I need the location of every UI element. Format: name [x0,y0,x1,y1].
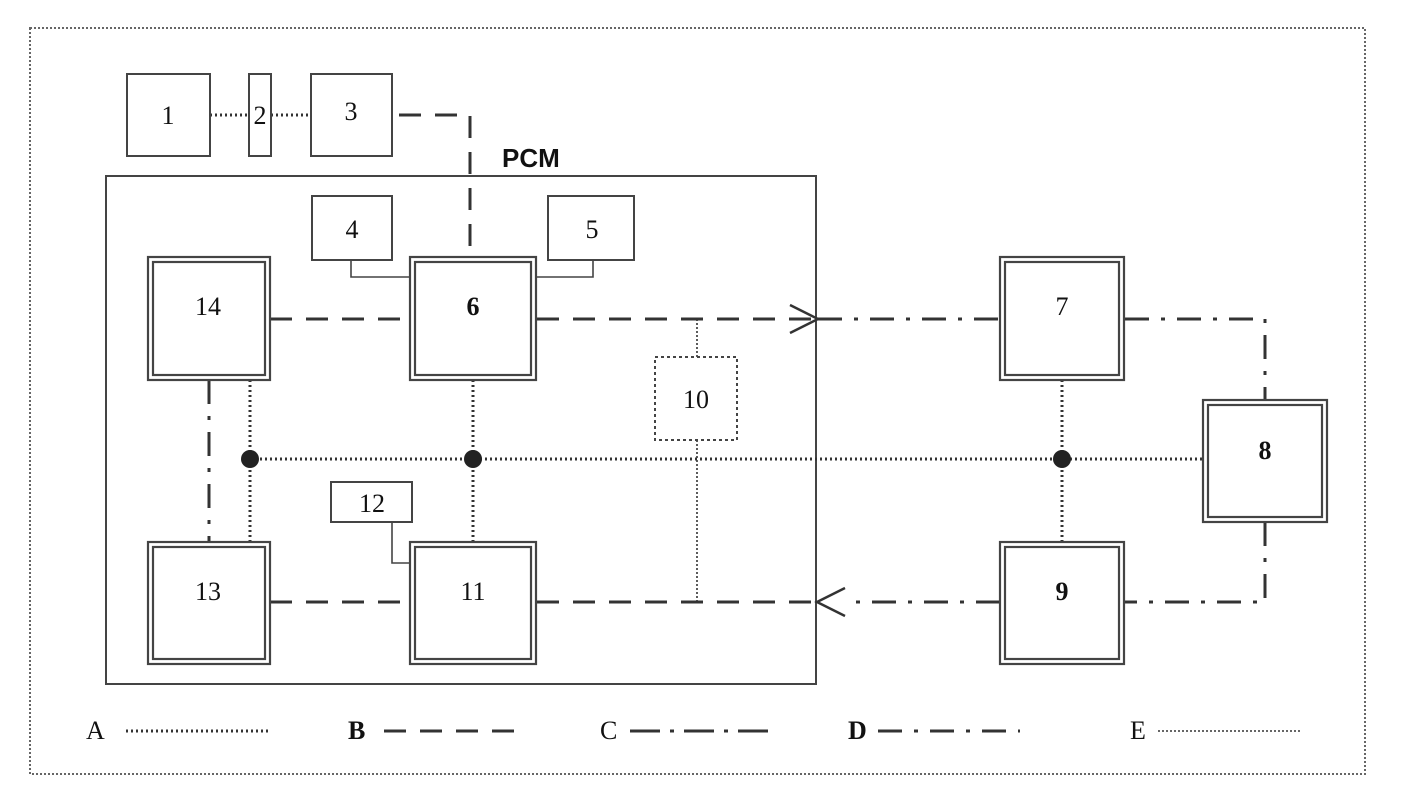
svg-text:D: D [848,716,867,745]
svg-text:5: 5 [586,215,599,244]
svg-text:3: 3 [345,97,358,126]
block-8: 8 [1201,398,1329,524]
arrow-in [814,586,846,618]
block-14: 14 [146,255,272,382]
block-5: 5 [547,195,635,261]
legend-item-e: E [1130,716,1302,745]
junction-dot-left [241,450,259,468]
block-3: 3 [310,73,393,157]
legend-item-d: D [848,716,1020,745]
block-10: 10 [654,356,738,441]
svg-text:14: 14 [195,292,221,321]
line-8-9 [1125,522,1267,604]
block-11: 11 [408,540,538,666]
legend-item-b: B [348,716,520,745]
block-7: 7 [998,255,1126,382]
block-13: 13 [146,540,272,666]
svg-text:9: 9 [1056,577,1069,606]
line-4-6 [350,260,410,278]
svg-text:13: 13 [195,577,221,606]
block-9: 9 [998,540,1126,666]
svg-text:1: 1 [162,101,175,130]
svg-text:12: 12 [359,489,385,518]
block-12: 12 [330,481,413,523]
line-12-11 [391,522,410,564]
svg-text:C: C [600,716,617,745]
junction-dot-right [1053,450,1071,468]
block-6: 6 [408,255,538,382]
pcm-label: PCM [502,143,560,173]
svg-text:10: 10 [683,385,709,414]
outer-frame [29,27,1366,775]
legend: A B C D E [86,716,1302,745]
svg-text:8: 8 [1259,436,1272,465]
junction-dot-center [464,450,482,468]
legend-item-a: A [86,716,270,745]
svg-text:A: A [86,716,105,745]
svg-text:6: 6 [467,292,480,321]
pcm-module-border [105,175,817,685]
svg-text:4: 4 [346,215,359,244]
line-3-6 [399,113,472,256]
block-1: 1 [126,73,211,157]
legend-item-c: C [600,716,772,745]
line-7-8 [1125,317,1267,400]
svg-text:11: 11 [460,577,485,606]
line-5-6 [535,260,594,278]
svg-text:E: E [1130,716,1146,745]
block-2: 2 [248,73,272,157]
svg-text:2: 2 [254,101,267,130]
block-4: 4 [311,195,393,261]
svg-text:B: B [348,716,365,745]
svg-text:7: 7 [1056,292,1069,321]
